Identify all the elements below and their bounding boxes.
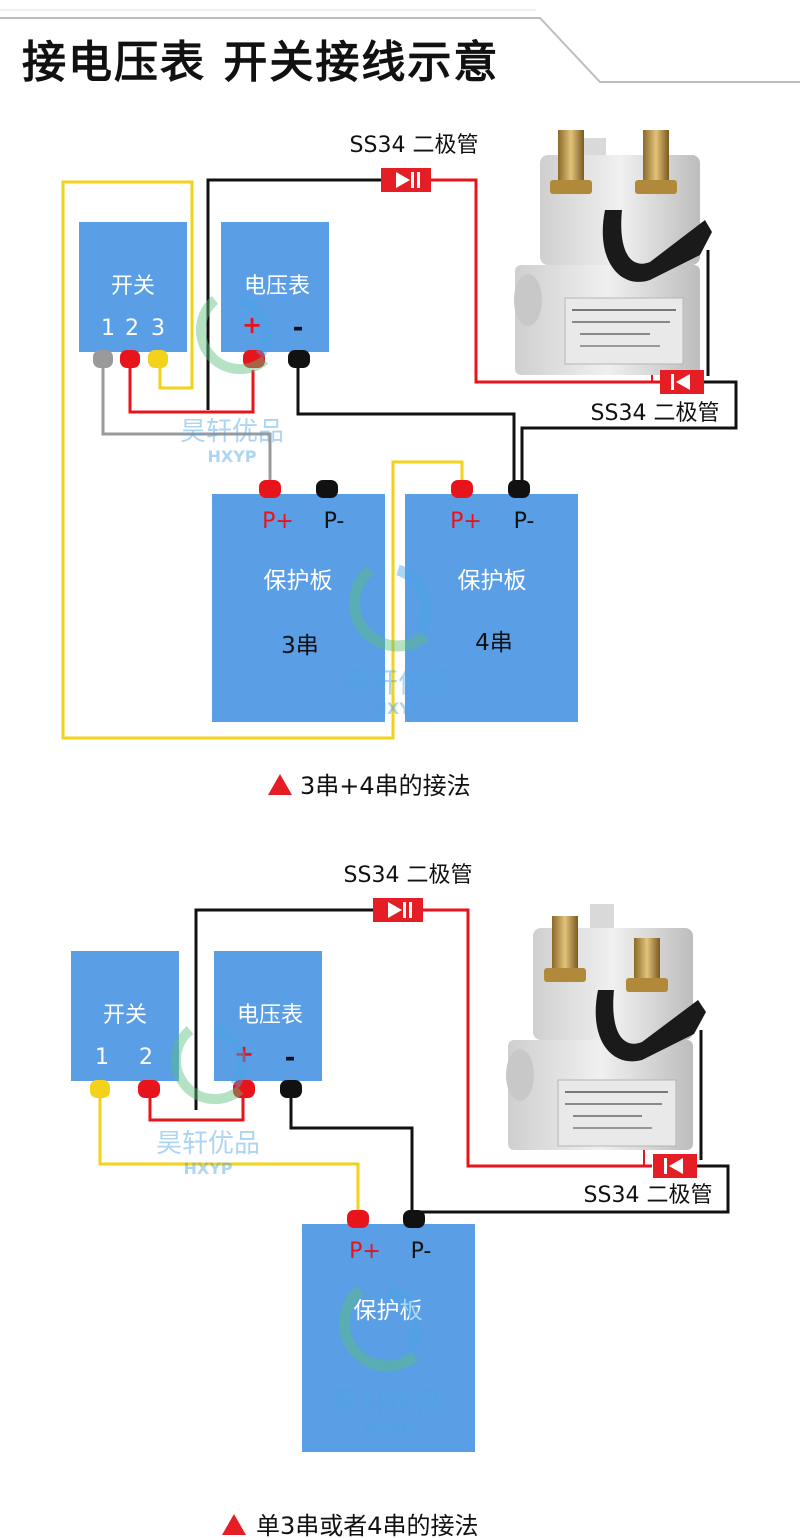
diagram-1: SS34 二极管 开关 1 2 3 电压表 + - bbox=[61, 130, 738, 800]
voltmeter2-minus: - bbox=[285, 1043, 296, 1073]
protection-board-4s: P+ P- 保护板 4串 bbox=[405, 480, 578, 722]
watermark-1-name: 昊轩优品 bbox=[180, 417, 284, 447]
yellow-wire-loop bbox=[61, 180, 464, 740]
board-b-series: 4串 bbox=[475, 630, 513, 656]
watermark-2: 昊轩优品 HXYP bbox=[342, 564, 454, 718]
watermark-3-code: HXYP bbox=[183, 1159, 232, 1178]
red-wire-switch-vm-2 bbox=[148, 1094, 245, 1122]
board2-pplus: P+ bbox=[349, 1239, 381, 1264]
voltmeter-box-2: 电压表 + - bbox=[214, 951, 322, 1098]
switch-title: 开关 bbox=[111, 274, 155, 299]
switch-pin3: 3 bbox=[151, 316, 165, 341]
board-b-title: 保护板 bbox=[458, 568, 527, 594]
diagram2-caption: 单3串或者4串的接法 bbox=[256, 1512, 479, 1538]
relay-photo-2 bbox=[506, 904, 706, 1150]
voltmeter-plus: + bbox=[242, 311, 262, 339]
diode-top-label-2: SS34 二极管 bbox=[344, 863, 473, 888]
diode-top-label: SS34 二极管 bbox=[350, 133, 479, 158]
voltmeter-title: 电压表 bbox=[244, 274, 310, 299]
watermark-4-code: HXYP bbox=[363, 1419, 412, 1438]
voltmeter2-title: 电压表 bbox=[237, 1003, 303, 1028]
watermark-3: 昊轩优品 HXYP bbox=[156, 1025, 260, 1178]
voltmeter2-plus: + bbox=[234, 1040, 254, 1068]
diode-right-label: SS34 二极管 bbox=[591, 401, 720, 426]
voltmeter-box-1: 电压表 + - bbox=[221, 222, 329, 368]
board-a-pminus: P- bbox=[324, 509, 345, 534]
diode-right-label-2: SS34 二极管 bbox=[584, 1183, 713, 1208]
switch2-pin1: 1 bbox=[95, 1045, 109, 1070]
black-wire-vm-board bbox=[296, 364, 516, 488]
watermark-2-code: HXYP bbox=[373, 699, 422, 718]
caption-triangle-icon bbox=[268, 774, 292, 795]
board2-pminus: P- bbox=[411, 1239, 432, 1264]
diode-right bbox=[660, 370, 704, 394]
switch-box-2: 开关 1 2 bbox=[71, 951, 179, 1098]
watermark-4: 昊轩优品 HXYP bbox=[332, 1284, 444, 1438]
red-wire-top-2 bbox=[418, 908, 652, 1168]
watermark-1: 昊轩优品 HXYP bbox=[180, 295, 284, 466]
page-title: 接电压表 开关接线示意 bbox=[22, 37, 500, 88]
header-decoration bbox=[0, 9, 800, 83]
black-wire-vm-board-2 bbox=[289, 1094, 414, 1216]
diagram1-caption: 3串+4串的接法 bbox=[300, 772, 471, 800]
page-header: 接电压表 开关接线示意 bbox=[0, 0, 800, 92]
red-wire-top bbox=[428, 178, 660, 384]
watermark-2-name: 昊轩优品 bbox=[342, 666, 454, 699]
diode-top-2 bbox=[373, 898, 423, 922]
diode-top bbox=[381, 168, 431, 192]
board-b-pplus: P+ bbox=[450, 509, 482, 534]
black-wire-top bbox=[206, 178, 384, 410]
watermark-3-name: 昊轩优品 bbox=[156, 1129, 260, 1159]
board-b-pminus: P- bbox=[514, 509, 535, 534]
voltmeter-minus: - bbox=[293, 313, 304, 343]
switch-pin2: 2 bbox=[125, 316, 139, 341]
board2-title: 保护板 bbox=[354, 1298, 423, 1324]
switch-box-1: 开关 1 2 3 bbox=[79, 222, 187, 368]
red-wire-switch-vm bbox=[128, 364, 255, 414]
black-wire-top-2 bbox=[194, 908, 375, 1110]
switch2-title: 开关 bbox=[103, 1003, 147, 1028]
board-a-pplus: P+ bbox=[262, 509, 294, 534]
diode-right-2 bbox=[653, 1154, 697, 1178]
board-a-series: 3串 bbox=[281, 633, 319, 659]
yellow-wire-2 bbox=[98, 1094, 360, 1216]
diagram-2: SS34 二极管 开关 1 2 电压表 + - bbox=[71, 863, 730, 1538]
switch-pin1: 1 bbox=[101, 316, 115, 341]
caption2-triangle-icon bbox=[222, 1514, 246, 1535]
protection-board-single: P+ P- 保护板 bbox=[302, 1210, 475, 1452]
switch2-pin2: 2 bbox=[139, 1045, 153, 1070]
board-a-title: 保护板 bbox=[264, 568, 333, 594]
relay-photo-1 bbox=[514, 130, 712, 375]
black-wire-right bbox=[520, 380, 738, 488]
gray-wire bbox=[101, 364, 272, 488]
watermark-1-code: HXYP bbox=[207, 447, 256, 466]
watermark-4-name: 昊轩优品 bbox=[332, 1386, 444, 1419]
protection-board-3s: P+ P- 保护板 3串 bbox=[212, 480, 385, 722]
